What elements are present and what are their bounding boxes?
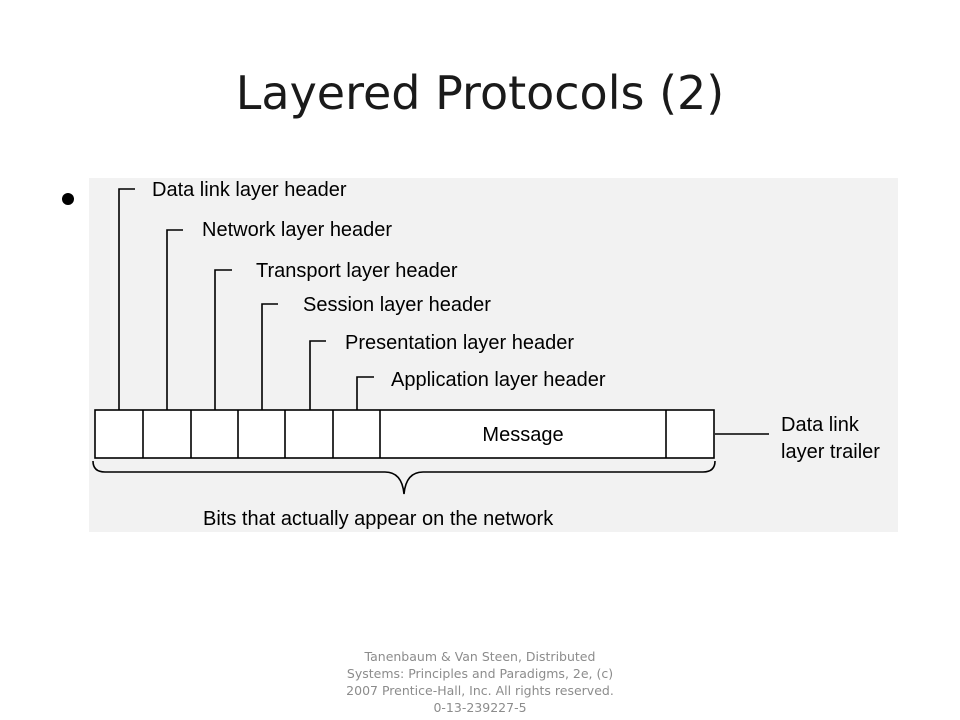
header-leader-session [261,303,278,410]
bullet-point [62,193,74,205]
header-label-application: Application layer header [391,369,606,391]
protocol-layers-figure: Data link layer header Network layer hea… [89,178,898,532]
header-label-network: Network layer header [202,219,392,241]
header-leader-datalink [118,188,135,410]
slide-footer: Tanenbaum & Van Steen, Distributed Syste… [330,648,630,716]
footer-line: 0-13-239227-5 [433,700,527,715]
header-leader-transport [214,269,232,410]
footer-line: 2007 Prentice-Hall, Inc. All rights rese… [346,683,614,698]
slide-title: Layered Protocols (2) [235,66,725,120]
header-label-presentation: Presentation layer header [345,332,574,354]
header-leader-application [356,376,374,410]
trailer-label-line2: layer trailer [781,441,880,463]
packet-box [94,409,715,459]
protocol-layers-diagram: Data link layer header Network layer hea… [92,179,880,530]
header-label-datalink: Data link layer header [152,179,347,201]
message-label: Message [482,424,563,446]
header-leader-network [166,229,183,410]
footer-line: Systems: Principles and Paradigms, 2e, (… [346,666,614,681]
trailer-label-line1: Data link [781,414,860,436]
header-label-transport: Transport layer header [256,260,458,282]
header-label-session: Session layer header [303,294,491,316]
network-bits-brace [92,460,716,495]
brace-label: Bits that actually appear on the network [203,508,554,530]
header-leader-presentation [309,340,326,410]
footer-line: Tanenbaum & Van Steen, Distributed [364,649,596,664]
